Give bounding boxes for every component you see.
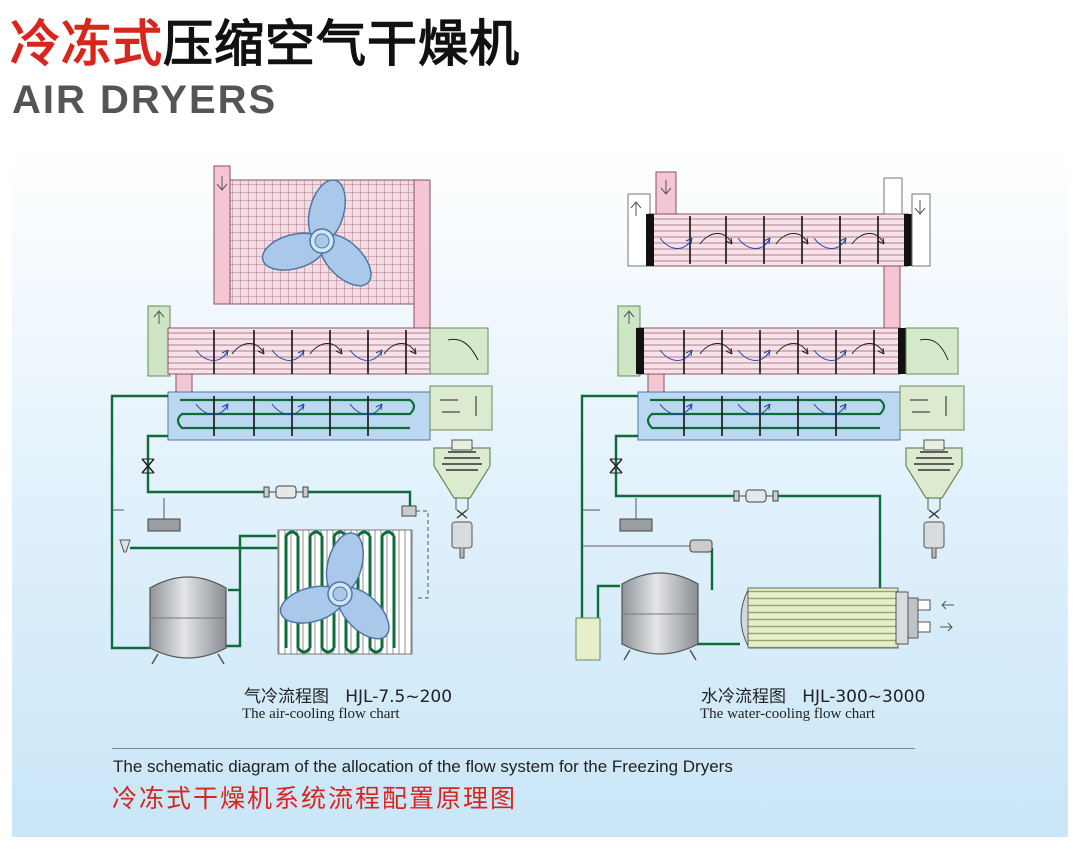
title-cn-black: 压缩空气干燥机 — [163, 15, 520, 73]
air-cooled-flow-diagram — [110, 165, 493, 665]
page-title-en: AIR DRYERS — [12, 78, 278, 122]
air-cooling-caption-en: The air-cooling flow chart — [242, 706, 400, 722]
footer-caption-cn: 冷冻式干燥机系统流程配置原理图 — [112, 784, 518, 813]
water-cooling-caption: 水冷流程图 HJL-300~3000 — [701, 682, 925, 707]
air-cooling-caption: 气冷流程图 HJL-7.5~200 — [244, 682, 452, 707]
air-cooling-caption-cn: 气冷流程图 — [244, 687, 329, 707]
compressor-icon — [149, 576, 227, 665]
divider — [112, 748, 915, 749]
water-cooling-caption-cn: 水冷流程图 — [701, 687, 786, 707]
water-cooled-flow-diagram — [575, 171, 965, 661]
page-title-cn: 冷冻式压缩空气干燥机 — [10, 4, 520, 76]
title-cn-red: 冷冻式 — [10, 15, 163, 73]
separator-icon — [433, 439, 491, 559]
water-cooling-caption-en: The water-cooling flow chart — [700, 706, 876, 722]
water-cooling-model: HJL-300~3000 — [802, 687, 926, 707]
air-cooling-model: HJL-7.5~200 — [345, 687, 453, 707]
sight-glass-icon — [263, 485, 309, 499]
precooler — [167, 327, 431, 375]
footer-caption-en: The schematic diagram of the allocation … — [113, 757, 733, 776]
